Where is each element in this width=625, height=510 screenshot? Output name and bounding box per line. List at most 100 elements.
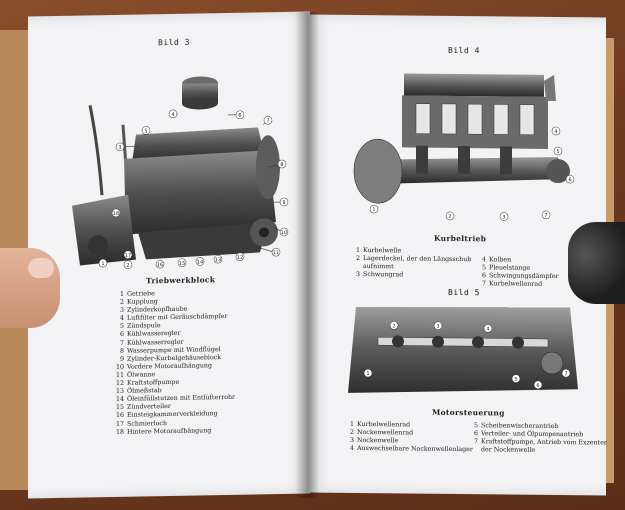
legend-text: Kurbelwellenrad [489,280,543,289]
legend-number: 11 [115,371,124,379]
fig5-callout-4: 4 [483,324,493,333]
fig4-callout-6: 6 [565,174,575,184]
svg-text:15: 15 [179,261,185,267]
callout-10: 10 [279,227,289,237]
flywheel [353,138,403,204]
engine-side-block [348,306,578,393]
legend-text: Hintere Motoraufhängung [127,426,212,436]
legend-text: der Nockenwelle [481,446,536,455]
legend-text: Getriebe [127,290,155,298]
svg-text:6: 6 [536,383,539,389]
legend-number: 3 [349,437,354,445]
legend-number: 10 [115,363,124,371]
svg-text:1: 1 [366,371,369,377]
callout-4: 4 [168,109,178,119]
svg-text:18: 18 [113,211,119,217]
book-spine [295,12,319,498]
page-clip [568,222,625,304]
legend-text: Zündverteiler [127,403,171,412]
svg-text:4: 4 [171,112,174,118]
legend-text: Ölwanne [127,371,156,379]
callout-9: 9 [279,197,289,207]
legend-text: Kühlwasseregler [127,330,181,339]
legend-text: Ölmeßstab [127,387,162,395]
svg-text:5: 5 [514,377,517,383]
crankshaft [398,157,562,184]
svg-text:4: 4 [486,326,489,332]
legend-number: 16 [115,412,124,420]
callout-18: 18 [111,208,121,218]
figure-4-caption: Kurbeltrieb [434,233,487,244]
svg-text:7: 7 [266,118,269,124]
legend-number: 4 [481,256,486,264]
svg-text:3: 3 [118,145,121,151]
crankshaft-illustration: 1 2 3 4 5 6 7 [353,73,575,221]
legend-number: 2 [349,428,354,437]
svg-text:16: 16 [157,262,163,268]
fig5-callout-7: 7 [561,368,571,378]
svg-text:4: 4 [554,129,557,135]
legend-number: 2 [355,255,360,263]
callout-2: 2 [123,260,133,269]
svg-text:1: 1 [101,261,104,267]
thumbnail [28,258,54,278]
callout-8: 8 [277,159,287,169]
callout-6: 6 [235,110,245,120]
svg-text:14: 14 [197,259,203,265]
legend-text: Vordere Motoraufhängung [127,362,213,371]
cylinder-head [404,73,544,97]
svg-text:11: 11 [273,250,279,256]
engine-block [124,150,276,235]
legend-text: Öleinfüllstutzen mit Entlüfterrohr [127,394,236,403]
oil-pan [138,222,268,260]
legend-number: 6 [473,430,478,438]
svg-text:3: 3 [436,324,439,330]
engine-block-illustration: 1 2 3 4 5 6 7 8 9 10 11 12 13 14 15 16 1… [72,76,289,269]
svg-text:5: 5 [144,128,147,134]
legend-number: 5 [473,422,478,430]
callout-3: 3 [115,142,125,152]
figure-4-label: Bild 4 [448,45,480,56]
fig5-callout-2: 2 [389,321,399,330]
legend-text: Zündspule [127,322,161,331]
svg-text:6: 6 [568,177,571,183]
legend-number: 5 [481,264,486,272]
callout-7: 7 [263,116,273,125]
legend-number: 8 [119,347,124,355]
legend-number: 5 [119,323,124,331]
callout-13: 13 [213,254,223,264]
svg-text:12: 12 [237,255,243,261]
crank-gear [540,351,564,375]
fig4-callout-2: 2 [445,211,455,221]
fig5-callout-3: 3 [433,321,443,331]
legend-text: Schwingungsdämpfer [489,272,559,281]
legend-text: Kurbelwelle [363,247,402,255]
fig5-callout-6: 6 [533,380,543,390]
legend-text: Luftfilter mit Geräuschdämpfer [127,313,228,323]
callout-1: 1 [98,258,108,268]
legend-number: 4 [349,445,354,453]
legend-text: Kurbelwellenrad [357,420,411,429]
svg-text:10: 10 [281,230,287,236]
svg-text:2: 2 [448,214,451,220]
svg-text:2: 2 [392,323,395,329]
figure-3-caption: Triebwerkblock [146,275,216,286]
legend-text: Kupplung [127,298,158,306]
svg-text:17: 17 [125,253,131,259]
svg-text:5: 5 [556,149,559,155]
legend-number: 2 [119,298,124,306]
legend-text: aufnimmt [363,263,394,271]
fig4-callout-4: 4 [551,126,561,136]
svg-text:6: 6 [238,113,241,119]
svg-text:8: 8 [280,162,283,168]
svg-text:13: 13 [215,257,221,263]
legend-text: Nockenwellenrad [357,429,414,437]
